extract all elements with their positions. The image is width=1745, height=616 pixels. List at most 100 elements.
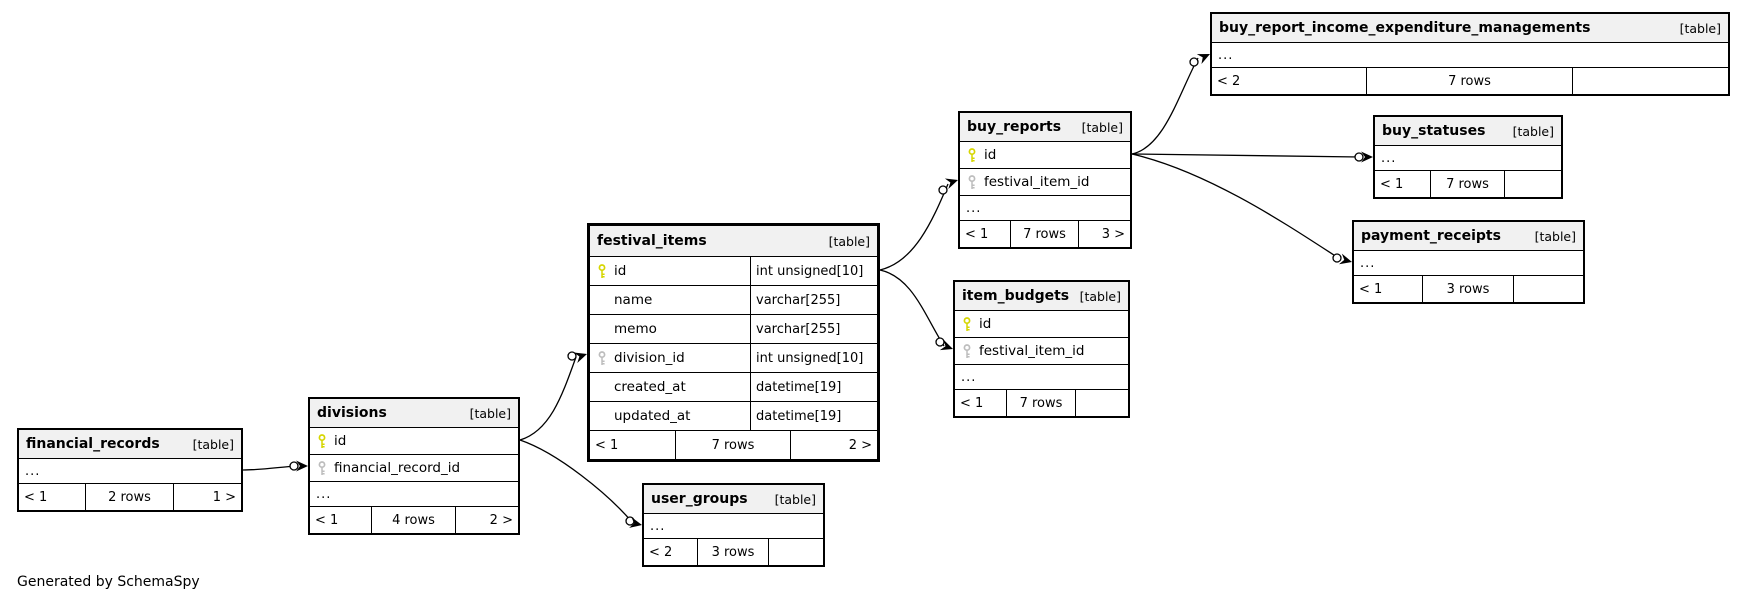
hidden-left-count: < 2 <box>1212 68 1367 94</box>
column-row: festival_item_id <box>955 338 1128 365</box>
table-footer: < 1 7 rows 2 > <box>590 431 877 459</box>
column-row: division_id int unsigned[10] <box>590 344 877 373</box>
column-type: int unsigned[10] <box>756 263 864 279</box>
edge-festival-items-to-buy-reports <box>879 178 958 271</box>
table-footer: < 2 3 rows <box>644 539 823 565</box>
row-count: 3 rows <box>698 539 770 565</box>
table-tag: [table] <box>828 233 870 249</box>
table-buy-report-income-expenditure-managements[interactable]: buy_report_income_expenditure_management… <box>1210 12 1730 96</box>
table-divisions[interactable]: divisions [table] id financial_record_id… <box>308 397 520 535</box>
hidden-left-count: < 1 <box>1354 276 1423 302</box>
table-tag: [table] <box>774 491 816 507</box>
table-footer: < 2 7 rows <box>1212 68 1728 94</box>
table-header[interactable]: buy_statuses [table] <box>1375 117 1561 146</box>
foreign-key-icon <box>960 174 984 190</box>
column-type: varchar[255] <box>756 292 841 308</box>
table-header[interactable]: buy_report_income_expenditure_management… <box>1212 14 1728 43</box>
generated-by-note: Generated by SchemaSpy <box>17 574 200 590</box>
edge-buy-reports-to-payment-receipts <box>1131 153 1352 265</box>
column-name: festival_item_id <box>984 174 1090 190</box>
hidden-right-count <box>1076 390 1128 416</box>
table-tag: [table] <box>1534 228 1576 244</box>
column-row: id <box>955 311 1128 338</box>
table-header[interactable]: buy_reports [table] <box>960 113 1130 142</box>
foreign-key-icon <box>310 460 334 476</box>
table-buy-statuses[interactable]: buy_statuses [table] ... < 1 7 rows <box>1373 115 1563 199</box>
table-header[interactable]: user_groups [table] <box>644 485 823 514</box>
column-name: id <box>334 433 347 449</box>
hidden-left-count: < 1 <box>310 507 373 533</box>
table-name[interactable]: buy_statuses <box>1382 123 1486 139</box>
table-tag: [table] <box>1512 123 1554 139</box>
table-payment-receipts[interactable]: payment_receipts [table] ... < 1 3 rows <box>1352 220 1585 304</box>
table-name[interactable]: divisions <box>317 405 387 421</box>
ellipsis-row: ... <box>1375 146 1561 171</box>
table-header[interactable]: divisions [table] <box>310 399 518 428</box>
column-name: created_at <box>614 379 686 395</box>
column-row: id <box>960 142 1130 169</box>
ellipsis-row: ... <box>1354 251 1583 276</box>
hidden-right-count <box>1514 276 1583 302</box>
edge-buy-reports-to-buy-report-income-expenditure-managements <box>1131 54 1210 155</box>
hidden-left-count: < 1 <box>19 484 86 510</box>
hidden-right-count <box>1573 68 1728 94</box>
table-footer: < 1 4 rows 2 > <box>310 507 518 533</box>
hidden-right-count: 2 > <box>489 512 513 528</box>
column-type: varchar[255] <box>756 321 841 337</box>
row-count: 7 rows <box>1007 390 1077 416</box>
column-name: id <box>614 263 627 279</box>
table-buy-reports[interactable]: buy_reports [table] id festival_item_id … <box>958 111 1132 249</box>
row-count: 7 rows <box>676 431 791 459</box>
table-financial-records[interactable]: financial_records [table] ... < 1 2 rows… <box>17 428 243 512</box>
table-name[interactable]: payment_receipts <box>1361 228 1501 244</box>
table-name[interactable]: user_groups <box>651 491 748 507</box>
row-count: 3 rows <box>1423 276 1515 302</box>
column-name: financial_record_id <box>334 460 461 476</box>
column-row: updated_at datetime[19] <box>590 402 877 431</box>
ellipsis-row: ... <box>19 459 241 484</box>
table-name[interactable]: buy_reports <box>967 119 1062 135</box>
hidden-right-count: 3 > <box>1101 226 1125 242</box>
table-name[interactable]: festival_items <box>597 233 707 249</box>
table-footer: < 1 7 rows <box>955 390 1128 416</box>
table-header[interactable]: item_budgets [table] <box>955 282 1128 311</box>
edge-buy-reports-to-buy-statuses <box>1131 151 1373 163</box>
column-row: name varchar[255] <box>590 286 877 315</box>
table-name[interactable]: item_budgets <box>962 288 1070 304</box>
row-count: 2 rows <box>86 484 175 510</box>
column-name: name <box>614 292 653 308</box>
table-tag: [table] <box>469 405 511 421</box>
column-name: division_id <box>614 350 685 366</box>
ellipsis-row: ... <box>310 482 518 507</box>
column-type: datetime[19] <box>756 379 842 395</box>
row-count: 4 rows <box>372 507 456 533</box>
row-count: 7 rows <box>1431 171 1506 197</box>
ellipsis-row: ... <box>955 365 1128 390</box>
table-name[interactable]: buy_report_income_expenditure_management… <box>1219 20 1591 36</box>
edge-divisions-to-festival-items <box>519 351 587 441</box>
edge-divisions-to-user-groups <box>519 439 642 528</box>
table-item-budgets[interactable]: item_budgets [table] id festival_item_id… <box>953 280 1130 418</box>
row-count: 7 rows <box>1367 68 1574 94</box>
table-header[interactable]: financial_records [table] <box>19 430 241 459</box>
hidden-right-count <box>1505 171 1561 197</box>
table-user-groups[interactable]: user_groups [table] ... < 2 3 rows <box>642 483 825 567</box>
column-type: int unsigned[10] <box>756 350 864 366</box>
hidden-left-count: < 1 <box>960 221 1011 247</box>
hidden-right-count: 1 > <box>212 489 236 505</box>
primary-key-icon <box>310 433 334 449</box>
column-row: financial_record_id <box>310 455 518 482</box>
table-header[interactable]: festival_items [table] <box>590 226 877 257</box>
ellipsis-row: ... <box>1212 43 1728 68</box>
table-festival-items[interactable]: festival_items [table] id int unsigned[1… <box>587 223 880 462</box>
primary-key-icon <box>590 263 614 279</box>
table-name[interactable]: financial_records <box>26 436 160 452</box>
hidden-right-count: 2 > <box>848 437 872 453</box>
column-type: datetime[19] <box>756 408 842 424</box>
hidden-left-count: < 1 <box>590 431 677 459</box>
column-row: created_at datetime[19] <box>590 373 877 402</box>
table-header[interactable]: payment_receipts [table] <box>1354 222 1583 251</box>
primary-key-icon <box>960 147 984 163</box>
ellipsis-row: ... <box>644 514 823 539</box>
hidden-left-count: < 1 <box>1375 171 1431 197</box>
